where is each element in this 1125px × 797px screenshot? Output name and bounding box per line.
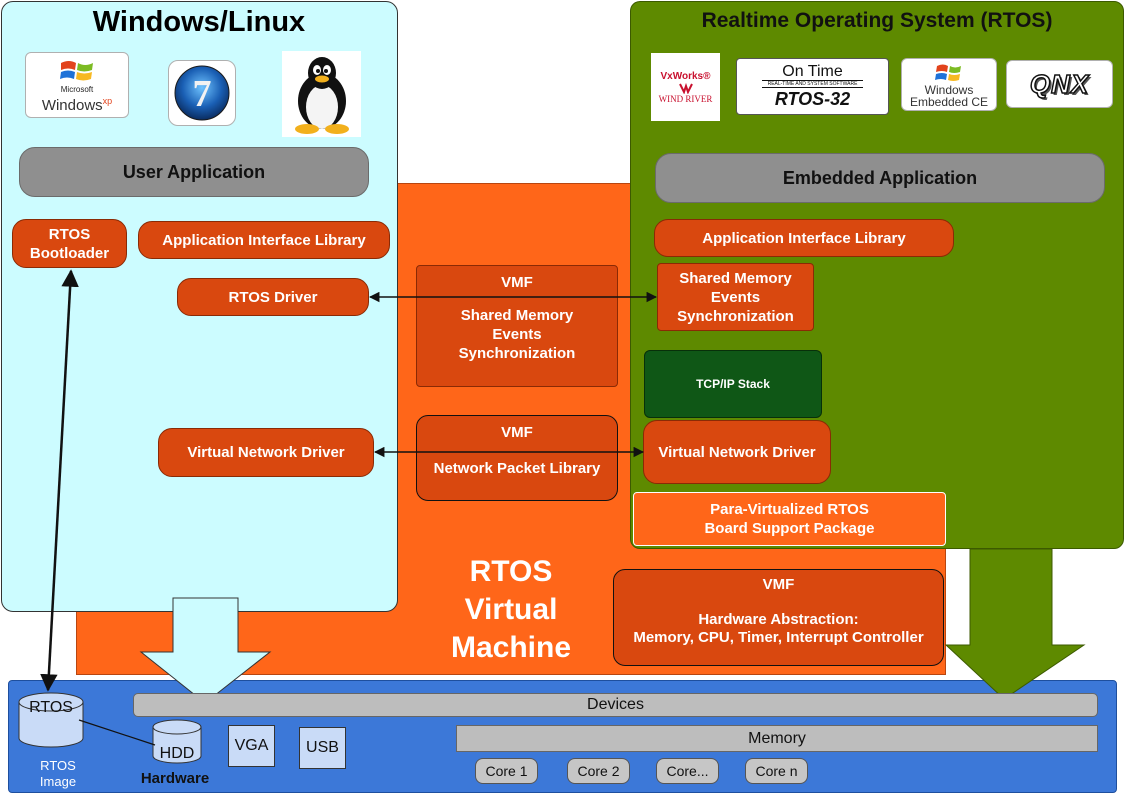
windows-title: Windows/Linux: [92, 6, 306, 38]
xp-name-text: Windowsxp: [42, 94, 112, 113]
rtos-bootloader-block: RTOS Bootloader: [12, 219, 127, 268]
tcpip-stack-block: TCP/IP Stack: [644, 350, 822, 418]
virtual-machine-label: RTOS Virtual Machine: [411, 553, 611, 667]
rtos-disk-label: RTOS: [29, 699, 73, 716]
linux-tux-logo: [282, 51, 361, 137]
rtos-shared-memory-block: Shared Memory Events Synchronization: [657, 263, 814, 331]
disk-link-line: [78, 719, 156, 746]
windows-api-library-block: Application Interface Library: [138, 221, 390, 259]
vmf-hw-body-2: Memory, CPU, Timer, Interrupt Controller: [633, 629, 924, 646]
bootloader-image-arrow: [40, 269, 79, 692]
vga-device: VGA: [228, 725, 275, 767]
embedded-application-block: Embedded Application: [655, 153, 1105, 203]
rtos-image-label: RTOS Image: [39, 758, 77, 789]
user-application-block: User Application: [19, 147, 369, 197]
windows-flag-icon: [935, 64, 961, 81]
wince-line-1: Windows: [924, 82, 974, 97]
core-chip: Core 1: [475, 758, 538, 784]
rtos32-text: RTOS-32: [774, 88, 851, 109]
vm-label-line-1: RTOS: [469, 555, 553, 588]
vm-label-line-3: Machine: [450, 631, 572, 664]
qnx-text: QNX: [1029, 68, 1090, 100]
windows-xp-logo: Microsoft Windowsxp: [25, 52, 129, 118]
qnx-logo: QNX: [1006, 60, 1113, 108]
wind-river-text: WIND RIVER: [658, 93, 713, 104]
wind-river-mark-icon: [678, 82, 693, 94]
xp-name: Windows: [41, 97, 103, 114]
usb-device: USB: [299, 727, 346, 769]
vmf-hardware-abstraction-block: VMF Hardware Abstraction: Memory, CPU, T…: [613, 569, 944, 666]
windows-flag-icon: [60, 61, 93, 81]
rtos-down-arrow: [944, 548, 1086, 700]
vxworks-text: VxWorks®: [660, 70, 711, 82]
core-chip: Core...: [656, 758, 719, 784]
ontime-rtos32-logo: On Time REAL-TIME AND SYSTEM SOFTWARE RT…: [736, 58, 889, 115]
core-chip: Core 2: [567, 758, 630, 784]
vxworks-logo: VxWorks® WIND RIVER: [651, 53, 720, 121]
windows-7-logo: 7: [168, 60, 236, 126]
memory-bar: Memory: [456, 725, 1098, 752]
xp-suffix: xp: [102, 96, 113, 106]
rtos-api-library-block: Application Interface Library: [654, 219, 954, 257]
xp-brand-text: Microsoft: [60, 85, 94, 94]
seven-glyph: 7: [193, 73, 212, 115]
hardware-label: Hardware: [140, 770, 210, 787]
hdd-disk-icon: [152, 719, 202, 764]
devices-bar: Devices: [133, 693, 1098, 717]
vmf-network-body: Network Packet Library: [433, 460, 601, 477]
windows-virtual-network-driver-block: Virtual Network Driver: [158, 428, 374, 477]
core-chip: Core n: [745, 758, 808, 784]
wince-line-2: Embedded CE: [909, 94, 989, 109]
rtos-virtual-network-driver-block: Virtual Network Driver: [643, 420, 831, 484]
ontime-text: On Time: [782, 62, 843, 80]
vmf-shared-title: VMF: [501, 274, 533, 291]
vmf-hw-title: VMF: [762, 576, 795, 593]
vmf-network-title: VMF: [501, 424, 533, 441]
vmf-hw-body-1: Hardware Abstraction:: [698, 611, 859, 628]
vmf-shared-body: Shared Memory Events Synchronization: [458, 307, 576, 362]
vmf-shared-memory-block: VMF Shared Memory Events Synchronization: [416, 265, 618, 387]
vmf-network-block: VMF Network Packet Library: [416, 415, 618, 501]
rtos-driver-block: RTOS Driver: [177, 278, 369, 316]
hdd-label: HDD: [159, 745, 195, 762]
vm-label-line-2: Virtual: [464, 593, 558, 626]
board-support-package-block: Para-Virtualized RTOS Board Support Pack…: [633, 492, 946, 546]
windows-embedded-ce-logo: Windows Embedded CE: [901, 58, 997, 111]
tux-penguin-icon: [294, 57, 349, 134]
windows-down-arrow: [139, 597, 272, 704]
rtos-image-disk-icon: [18, 692, 84, 748]
windows-7-orb-icon: 7: [174, 65, 230, 121]
ontime-tagline: REAL-TIME AND SYSTEM SOFTWARE: [761, 79, 864, 88]
rtos-title: Realtime Operating System (RTOS): [701, 9, 1053, 32]
